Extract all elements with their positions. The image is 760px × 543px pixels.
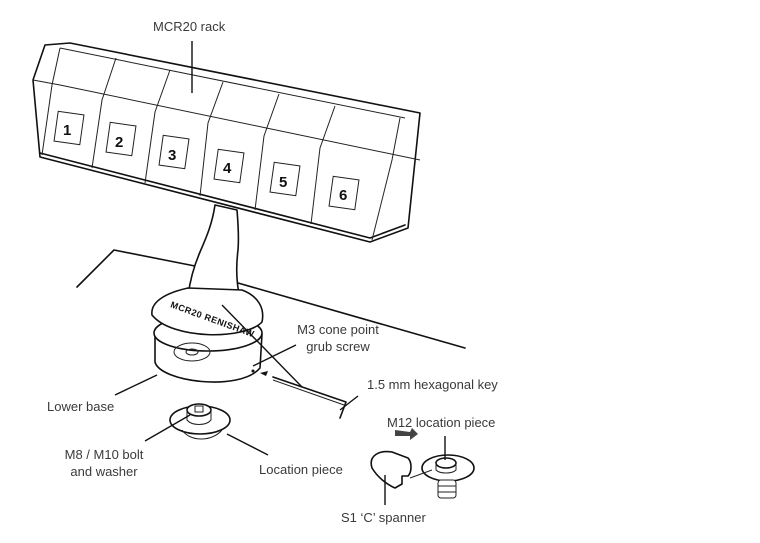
- label-bolt-washer-line1: M8 / M10 bolt: [64, 447, 144, 462]
- label-lower-base: Lower base: [47, 399, 115, 414]
- slot-number: 6: [339, 187, 347, 204]
- label-location-piece: Location piece: [259, 462, 343, 477]
- slot-number: 5: [279, 174, 287, 191]
- label-hex-key: 1.5 mm hexagonal key: [367, 377, 498, 392]
- rack-slot-6: 6: [328, 175, 360, 211]
- leader-lines: [114, 304, 446, 505]
- c-spanner: [370, 428, 418, 489]
- slot-number: 1: [63, 122, 71, 139]
- location-piece: [169, 403, 231, 440]
- m12-location-piece: [409, 454, 475, 499]
- table-surface-edge: [76, 249, 466, 349]
- label-grub-screw-line2: grub screw: [306, 339, 370, 354]
- lower-base: MCR20 RENISHAW: [151, 287, 264, 383]
- label-c-spanner: S1 ‘C’ spanner: [341, 510, 426, 525]
- mcr20-rack: [32, 42, 421, 243]
- rack-slot-4: 4: [213, 148, 245, 184]
- label-grub-screw-line1: M3 cone point: [297, 322, 379, 337]
- hex-key: [260, 371, 347, 419]
- slot-number: 4: [223, 160, 232, 177]
- slot-number: 3: [168, 147, 176, 164]
- rack-slot-3: 3: [158, 134, 190, 170]
- label-grub-screw: M3 cone point grub screw: [290, 321, 386, 355]
- rack-slot-5: 5: [269, 161, 301, 197]
- slot-number: 2: [115, 134, 123, 151]
- label-m12-location-piece: M12 location piece: [387, 415, 496, 430]
- rack-slot-1: 1: [53, 110, 85, 146]
- label-bolt-washer-line2: and washer: [70, 464, 138, 479]
- label-mcr20-rack: MCR20 rack: [153, 19, 226, 34]
- label-bolt-washer: M8 / M10 bolt and washer: [58, 446, 150, 480]
- rack-stem: [187, 204, 241, 299]
- rack-slot-2: 2: [105, 121, 137, 157]
